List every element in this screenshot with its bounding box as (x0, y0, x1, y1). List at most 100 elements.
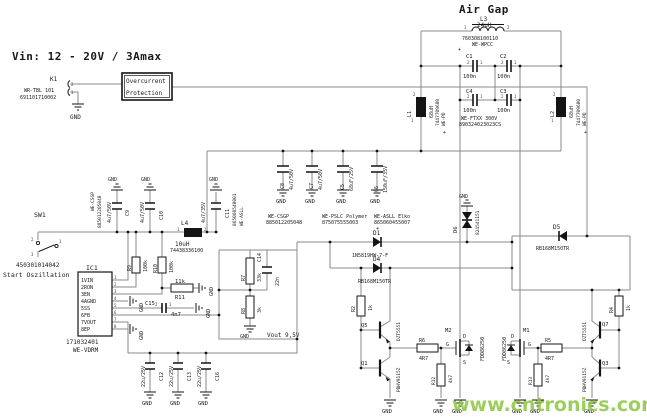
c2-ref: C2 (500, 54, 507, 60)
c1-ref: C1 (466, 54, 473, 60)
r8-gnd: GND (240, 334, 249, 340)
ic1-num-6: 6 (114, 310, 117, 315)
r11-gnd: GND (209, 287, 215, 296)
vout-label: Vout 9,5V (267, 332, 300, 339)
incaps-series: WE-CSGP (90, 192, 96, 211)
ic1-pin-ss: 5SS (81, 306, 90, 312)
m2-drain-label: D (463, 334, 466, 340)
c7-ref: C7 (309, 183, 315, 189)
l1-part: 7447709680 (435, 99, 441, 126)
r9-value: 100k (143, 260, 149, 272)
c4-value: 100n (463, 108, 476, 114)
k1-pin2: 2 (71, 82, 74, 87)
d4-part: RB168M150TR (358, 279, 392, 285)
ic1-num-7: 7 (114, 317, 117, 322)
tvs-diode-d6: GND D6 824541151 (453, 194, 481, 235)
c7-gnd: GND (305, 199, 315, 205)
d1-part: 1N5819HW-7-F (352, 253, 388, 259)
r8-ref: R8 (241, 308, 247, 314)
ic1-pin-fb: 6FB (81, 313, 90, 319)
r13-value: 4k7 (545, 375, 551, 383)
l1-origin-mark: + (443, 130, 446, 136)
bulk-group2-series: WE-PSLC Polymer (322, 214, 367, 220)
c11-ref: C11 (225, 209, 231, 218)
c7-value: 4u7/50V (318, 169, 324, 190)
ic1-pin-ep: 8EP (81, 327, 90, 333)
k1-ref: K1 (50, 76, 58, 83)
m1-part: FDD86250 (502, 337, 508, 361)
d5-ref: D5 (553, 224, 561, 231)
c3-value: 100n (497, 108, 510, 114)
q5-part: DZT5551 (396, 322, 402, 341)
c6-ref: C6 (374, 186, 380, 192)
ic1-num-4: 4 (114, 296, 117, 301)
r2-ref: R2 (351, 306, 357, 312)
bulk-cap-bank: C8 4u7/50V C7 4u7/50V C5 68uF/25V C6 150… (266, 165, 410, 232)
r4-ref: R4 (609, 307, 615, 313)
l3-series: WE-WPCC (472, 42, 493, 48)
ic1-pin-vout: 7VOUT (81, 320, 96, 326)
ic1-num-5: 5 (114, 303, 117, 308)
r13-gnd: GND (530, 409, 540, 415)
air-gap-coil-l3: Air Gap L3 24uH 1 2 760308100110 WE-WPCC… (458, 3, 510, 53)
l2-origin-mark: + (584, 130, 587, 136)
q1-ref: Q1 (361, 361, 368, 367)
c3-ref: C3 (500, 89, 507, 95)
c13-ref: C13 (187, 372, 193, 381)
r10-ref: R10 (153, 264, 159, 273)
sw1-pin3: 3 (31, 252, 34, 257)
c1-pin2: 2 (467, 60, 470, 65)
r9-ref: R9 (127, 265, 133, 271)
c10-value: 4u7/50V (140, 202, 146, 223)
r4-value: 1k (626, 305, 632, 311)
c12-gnd: GND (142, 401, 152, 407)
q5-ref: Q5 (361, 323, 368, 329)
m2-gnd: GND (452, 409, 462, 415)
l2-pin2: 2 (553, 92, 556, 97)
c2-pin1: 1 (514, 60, 517, 65)
l3-part: 760308100110 (462, 36, 498, 42)
l2-series: WE-PD (582, 112, 588, 126)
left-driver: R2 1k Q5 DZT5551 Q1 PBHV9115Z R6 4R7 R12… (351, 295, 486, 415)
diode-d1: D1 1N5819HW-7-F (352, 230, 388, 259)
c3-pin1: 1 (514, 94, 517, 99)
c11-series: WE-ASLL (239, 207, 245, 226)
q1-part: PBHV9115Z (396, 367, 402, 392)
d6-part: 824541151 (475, 210, 481, 235)
c1-value: 100n (463, 74, 476, 80)
tank-part: 890324023023CS (459, 122, 501, 128)
c15-gnd: GND (206, 309, 212, 318)
c14-ref: C14 (257, 253, 263, 262)
d4-ref: D4 (373, 256, 381, 263)
right-driver: R4 1k Q7 DZT5551 Q3 PBHV9115Z R5 4R7 R13… (502, 295, 632, 415)
c9-ref: C9 (125, 210, 131, 216)
diode-d5: D5 RB168M150TR (536, 224, 570, 252)
c3-pin2: 2 (501, 94, 504, 99)
c2-pin2: 2 (501, 60, 504, 65)
q7-ref: Q7 (602, 322, 609, 328)
c13-value: 22u/25V (169, 366, 175, 387)
ic1-agnd-gnd: GND (139, 303, 145, 312)
c15-pin2: 2 (155, 302, 158, 307)
c9-gnd: GND (108, 177, 117, 183)
c11-part: 865060540001 (232, 193, 238, 226)
d6-gnd: GND (459, 194, 468, 200)
r6-value: 4R7 (419, 356, 428, 362)
r7-value: 33k (257, 273, 263, 282)
overcurrent-protection-block: Overcurrent Protection (121, 72, 173, 101)
c16-value: 22u/25V (197, 366, 203, 387)
c8-value: 4u7/50V (289, 169, 295, 190)
r13-ref: R13 (528, 377, 534, 385)
c5-gnd: GND (336, 199, 346, 205)
input-cap-bank: GND GND WE-CSGP 885012205048 4u7/50V C9 … (90, 177, 165, 228)
sw1-caption: Start Oszillation (3, 271, 70, 279)
l4-value: 10uH (175, 241, 190, 248)
ic1-num-2: 2 (114, 282, 117, 287)
ic1-pin-en: 3EN (81, 292, 90, 298)
l3-pin1: 1 (464, 25, 467, 30)
c8-gnd: GND (276, 199, 286, 205)
k1-part: 691101710002 (20, 95, 56, 101)
l2-part: 7447709680 (576, 99, 582, 126)
c11-value: 4u7/35V (201, 202, 207, 223)
